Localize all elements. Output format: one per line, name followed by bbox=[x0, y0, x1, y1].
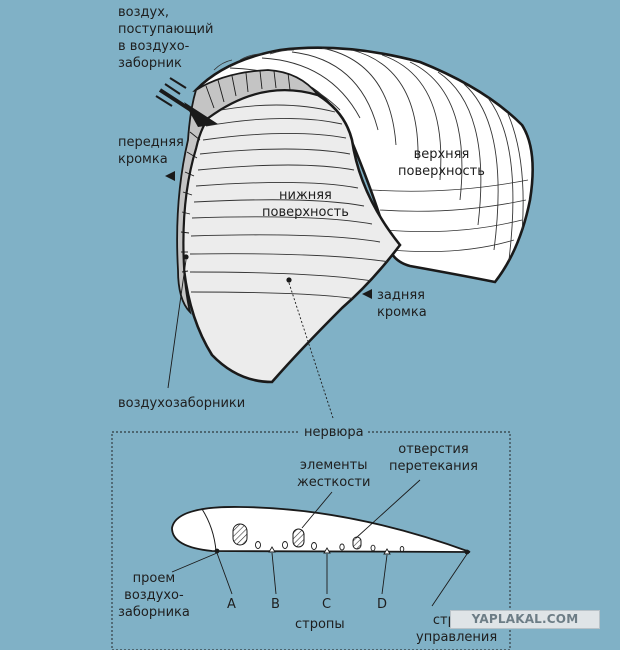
line-a-label: A bbox=[227, 597, 236, 612]
line-c-label: C bbox=[322, 597, 332, 612]
airfoil-shape bbox=[171, 506, 471, 553]
crossports-label: отверстия перетекания bbox=[389, 442, 478, 474]
stiffener bbox=[352, 536, 362, 550]
line-b-label: B bbox=[271, 597, 280, 612]
crossports bbox=[255, 541, 405, 552]
line-d-label: D bbox=[377, 597, 388, 612]
trailing-edge-label: задняя кромка bbox=[377, 288, 427, 320]
cell-openings-label: воздухозаборники bbox=[118, 396, 246, 411]
leading-edge-cells bbox=[180, 70, 291, 273]
rib-marker bbox=[286, 277, 292, 283]
intake-air-label: воздух, поступающий в воздухо- заборник bbox=[118, 5, 214, 71]
bottom-surface-seams bbox=[189, 104, 391, 301]
lines-label: стропы bbox=[295, 617, 345, 632]
leading-edge-pointer-icon bbox=[165, 171, 175, 181]
rib-profile bbox=[171, 506, 471, 555]
stiffener bbox=[292, 528, 305, 548]
leading-edge-label: передняя кромка bbox=[118, 135, 184, 167]
air-intake-arrow bbox=[155, 77, 218, 127]
watermark: YAPLAKAL.COM bbox=[450, 610, 600, 629]
stiffeners-label: элементы жесткости bbox=[297, 458, 371, 490]
bottom-surface-label: нижняя поверхность bbox=[262, 188, 349, 220]
cell-opening-marker bbox=[183, 254, 189, 260]
intake-opening-label: проем воздухо- заборника bbox=[118, 571, 190, 620]
trailing-edge-pointer-icon bbox=[362, 289, 372, 299]
arrow-icon bbox=[184, 102, 218, 127]
rib-label: нервюра bbox=[300, 424, 368, 441]
canopy bbox=[176, 46, 534, 384]
leading-edge-band bbox=[176, 69, 321, 315]
stiffener bbox=[232, 523, 248, 546]
top-surface-label: верхняя поверхность bbox=[398, 147, 485, 179]
